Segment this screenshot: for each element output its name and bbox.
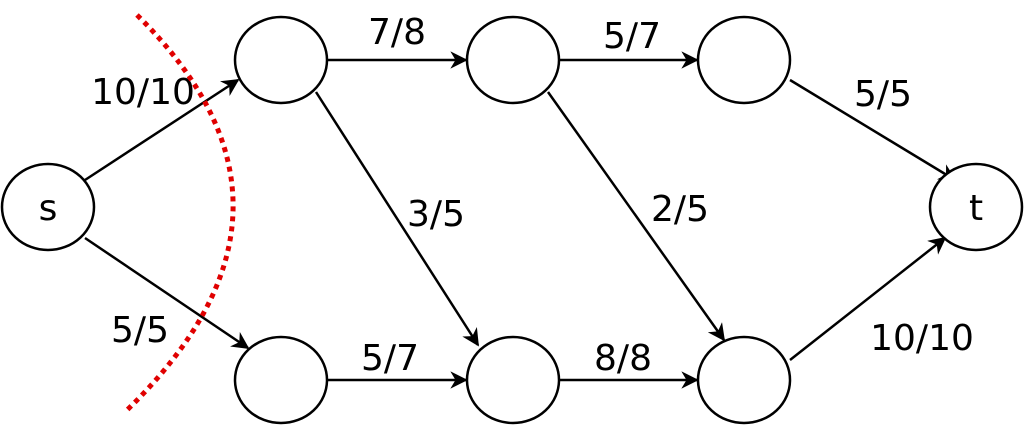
label-b-c: 5/7 (603, 16, 661, 57)
node-label-s: s (39, 188, 58, 229)
label-f-t: 10/10 (870, 318, 974, 359)
edge-a-e (314, 91, 480, 347)
edge-f-t (789, 236, 947, 361)
edge-s-d (84, 236, 250, 350)
node-t (928, 162, 1024, 252)
edge-c-t (789, 78, 957, 182)
node-c (696, 15, 792, 105)
edge-s-a (84, 78, 240, 182)
label-e-f: 8/8 (594, 338, 652, 379)
min-cut-arc (123, 13, 236, 414)
edge-labels: 10/10 5/5 7/8 5/7 5/5 3/5 2/5 5/7 8/8 10… (91, 12, 974, 379)
node-a (233, 15, 329, 105)
node-d (233, 335, 329, 425)
label-b-f: 2/5 (651, 189, 709, 230)
label-s-d: 5/5 (111, 310, 169, 351)
label-a-b: 7/8 (368, 12, 426, 53)
edges (84, 51, 957, 389)
nodes: s t (0, 15, 1024, 425)
node-s (0, 162, 96, 252)
edge-b-f (546, 91, 726, 342)
node-b (465, 15, 561, 105)
node-e (465, 335, 561, 425)
label-c-t: 5/5 (854, 74, 912, 115)
node-label-t: t (969, 188, 983, 229)
label-a-e: 3/5 (407, 194, 465, 235)
node-f (696, 335, 792, 425)
label-s-a: 10/10 (91, 72, 195, 113)
label-d-e: 5/7 (361, 338, 419, 379)
